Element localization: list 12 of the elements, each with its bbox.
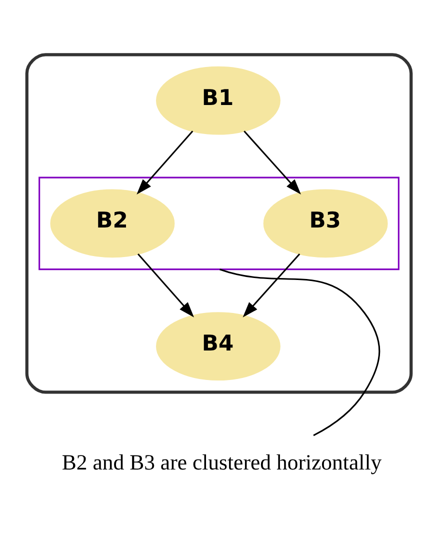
connector (220, 268, 380, 436)
node-ellipse: B4 (156, 312, 280, 381)
node-text: B2 and B3 are clustered horizontally (62, 450, 382, 475)
node-ellipse: B2 (50, 189, 175, 258)
arrow (136, 130, 194, 195)
node-ellipse: B3 (263, 189, 388, 258)
cluster (38, 176, 400, 270)
arrow (137, 253, 194, 318)
node-ellipse: B1 (156, 66, 280, 135)
arrow (244, 130, 302, 194)
arrow (242, 253, 300, 318)
cluster (25, 53, 413, 394)
